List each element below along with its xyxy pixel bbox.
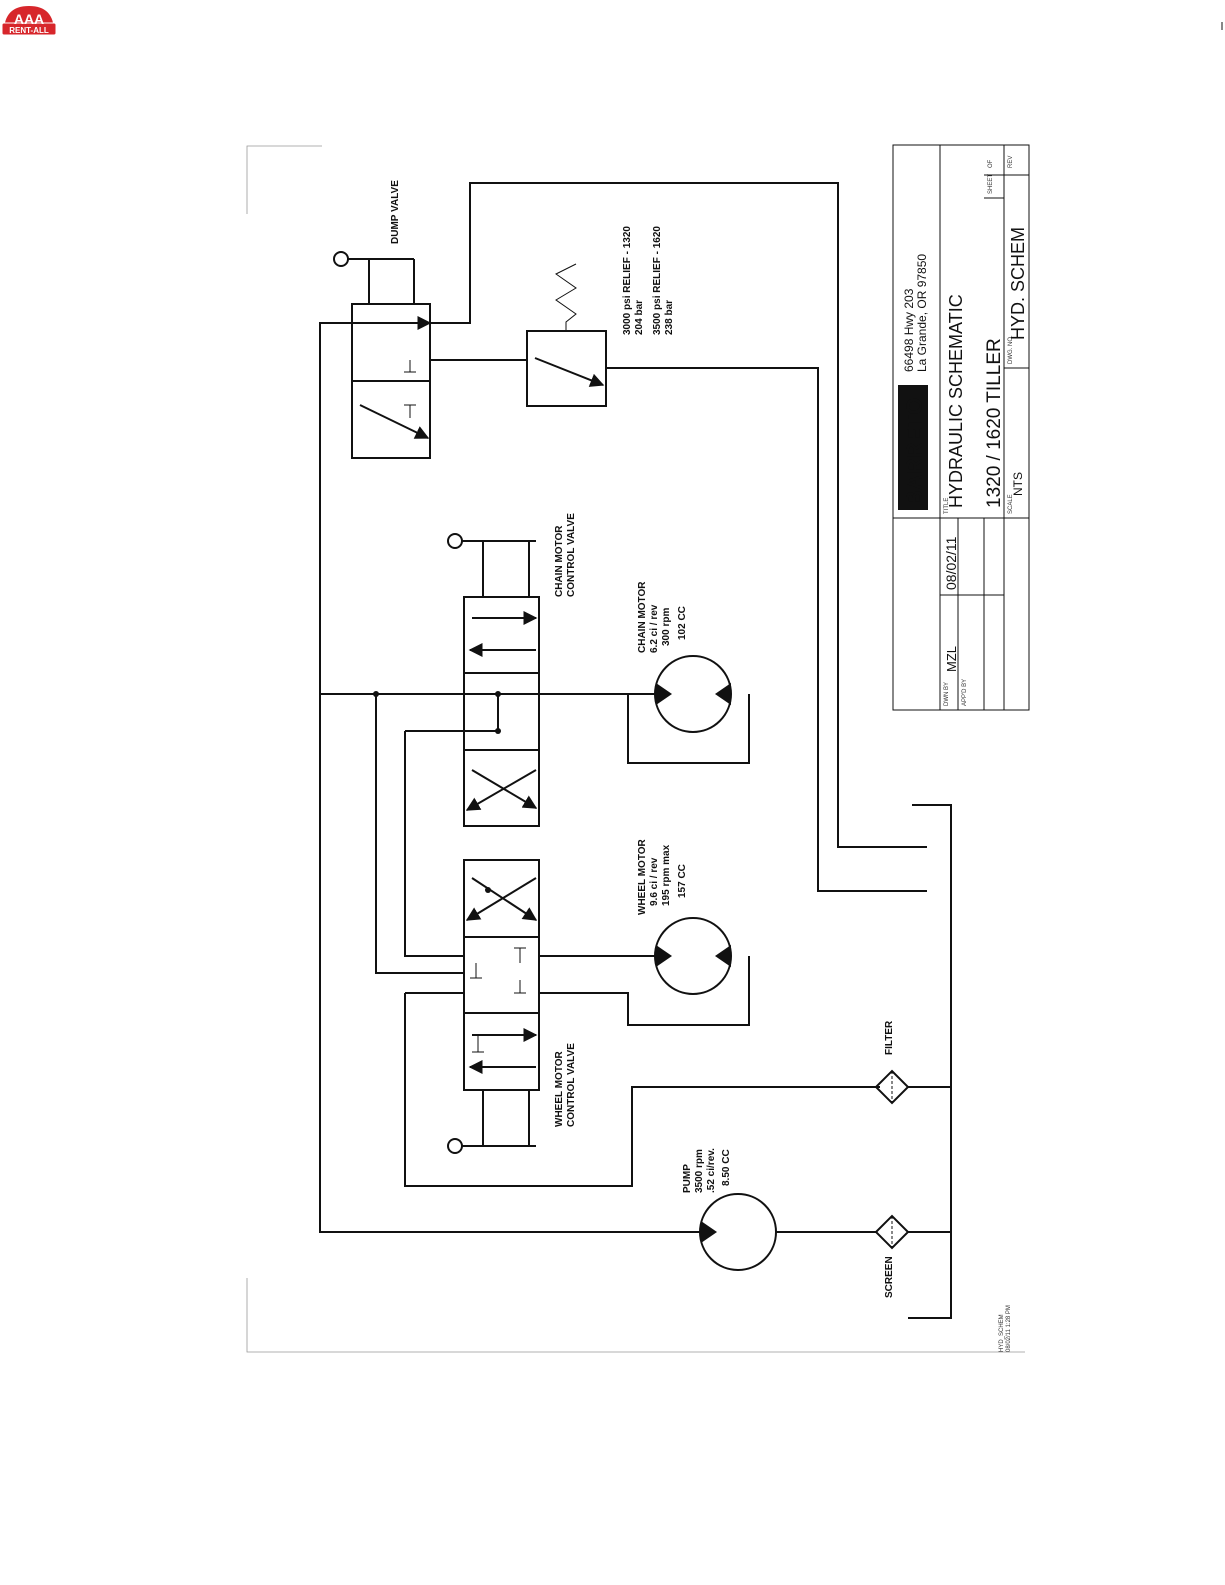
- of-label: OF: [988, 159, 994, 168]
- wheel-motor-label-1: WHEEL MOTOR: [637, 838, 648, 915]
- scale-label: SCALE: [1008, 494, 1014, 514]
- relief-label-2: 3500 psi RELIEF - 1620: [652, 226, 663, 335]
- pump-label-2: 3500 rpm: [694, 1149, 705, 1193]
- chain-motor: [654, 655, 732, 733]
- pump-label-4: 8.50 CC: [721, 1149, 732, 1186]
- wheel-motor-control-valve: [447, 859, 540, 1154]
- pump-label-1: PUMP: [682, 1164, 693, 1193]
- title-block: BARRETO 66498 Hwy 203 La Grande, OR 9785…: [892, 144, 1030, 711]
- wheel-motor-label-3: 195 rpm max: [661, 844, 672, 906]
- pump-label-3: .52 ci/rev.: [706, 1148, 717, 1193]
- file-stamp: HYD_SCHEM 08/02/11 1:28 PM: [999, 1305, 1012, 1352]
- drawing-title: HYDRAULIC SCHEMATIC: [946, 294, 966, 508]
- filter-label: FILTER: [884, 1020, 895, 1055]
- pump-label: PUMP 3500 rpm .52 ci/rev. 8.50 CC: [682, 1148, 732, 1193]
- pump: [699, 1193, 777, 1271]
- drawing-date: 08/02/11: [943, 536, 959, 590]
- relief-valve: [526, 263, 607, 407]
- drawing-frame: [246, 145, 1025, 1353]
- address-line1: 66498 Hwy 203: [902, 288, 916, 372]
- chain-motor-control-valve: [447, 533, 540, 827]
- brand-logo: [898, 385, 928, 510]
- chain-motor-label-4: 102 CC: [677, 606, 688, 640]
- wheel-valve-label: WHEEL MOTOR CONTROL VALVE: [554, 1043, 577, 1127]
- filter: [874, 1069, 910, 1105]
- logo-line2: RENT-ALL: [9, 26, 49, 35]
- dwg-no-label: DWG. NO.: [1008, 335, 1014, 364]
- company-logo: AAA RENT-ALL: [1, 6, 57, 36]
- chain-motor-label-3: 300 rpm: [661, 608, 672, 646]
- hydraulic-lines: [319, 182, 952, 1319]
- junction-dots: [373, 691, 501, 734]
- sheet-label: SHEET: [988, 174, 994, 194]
- relief-label-2b: 238 bar: [664, 300, 675, 335]
- dump-valve-label: DUMP VALVE: [390, 180, 401, 244]
- dump-valve: [333, 251, 432, 459]
- file-stamp-1: HYD_SCHEM: [999, 1314, 1005, 1352]
- approved-label: APP'D BY: [962, 679, 968, 706]
- dwg-number: HYD. SCHEM: [1008, 227, 1028, 340]
- relief-label-1b: 204 bar: [634, 300, 645, 335]
- wheel-valve-label-1: WHEEL MOTOR: [554, 1050, 565, 1127]
- drawn-by: MZL: [944, 646, 959, 672]
- wheel-valve-label-2: CONTROL VALVE: [566, 1043, 577, 1127]
- chain-valve-label-2: CONTROL VALVE: [566, 513, 577, 597]
- screen-label: SCREEN: [884, 1256, 895, 1298]
- wheel-motor-label-2: 9.6 ci / rev: [649, 857, 660, 906]
- logo-line1: AAA: [14, 11, 44, 27]
- address-line2: La Grande, OR 97850: [915, 254, 929, 372]
- wheel-motor: [654, 917, 732, 995]
- chain-motor-label-2: 6.2 ci / rev: [649, 604, 660, 653]
- chain-valve-label-1: CHAIN MOTOR: [554, 525, 565, 597]
- relief-valve-label: 3000 psi RELIEF - 1320 204 bar 3500 psi …: [622, 226, 675, 335]
- file-stamp-2: 08/02/11 1:28 PM: [1006, 1305, 1012, 1352]
- wheel-motor-label-4: 157 CC: [677, 864, 688, 898]
- scale-value: NTS: [1011, 472, 1025, 496]
- chain-motor-label-1: CHAIN MOTOR: [637, 581, 648, 653]
- wheel-motor-label: WHEEL MOTOR 9.6 ci / rev 195 rpm max 157…: [637, 838, 688, 915]
- screen: [874, 1214, 910, 1250]
- drawing-subtitle: 1320 / 1620 TILLER: [984, 338, 1005, 508]
- brand-name: BARRETO: [902, 398, 927, 506]
- chain-valve-label: CHAIN MOTOR CONTROL VALVE: [554, 513, 577, 597]
- rev-label: REV: [1008, 156, 1014, 168]
- drawn-by-label: DWN BY: [944, 682, 950, 706]
- title-label: TITLE: [944, 498, 950, 514]
- relief-label-1: 3000 psi RELIEF - 1320: [622, 226, 633, 335]
- chain-motor-label: CHAIN MOTOR 6.2 ci / rev 300 rpm 102 CC: [637, 581, 688, 653]
